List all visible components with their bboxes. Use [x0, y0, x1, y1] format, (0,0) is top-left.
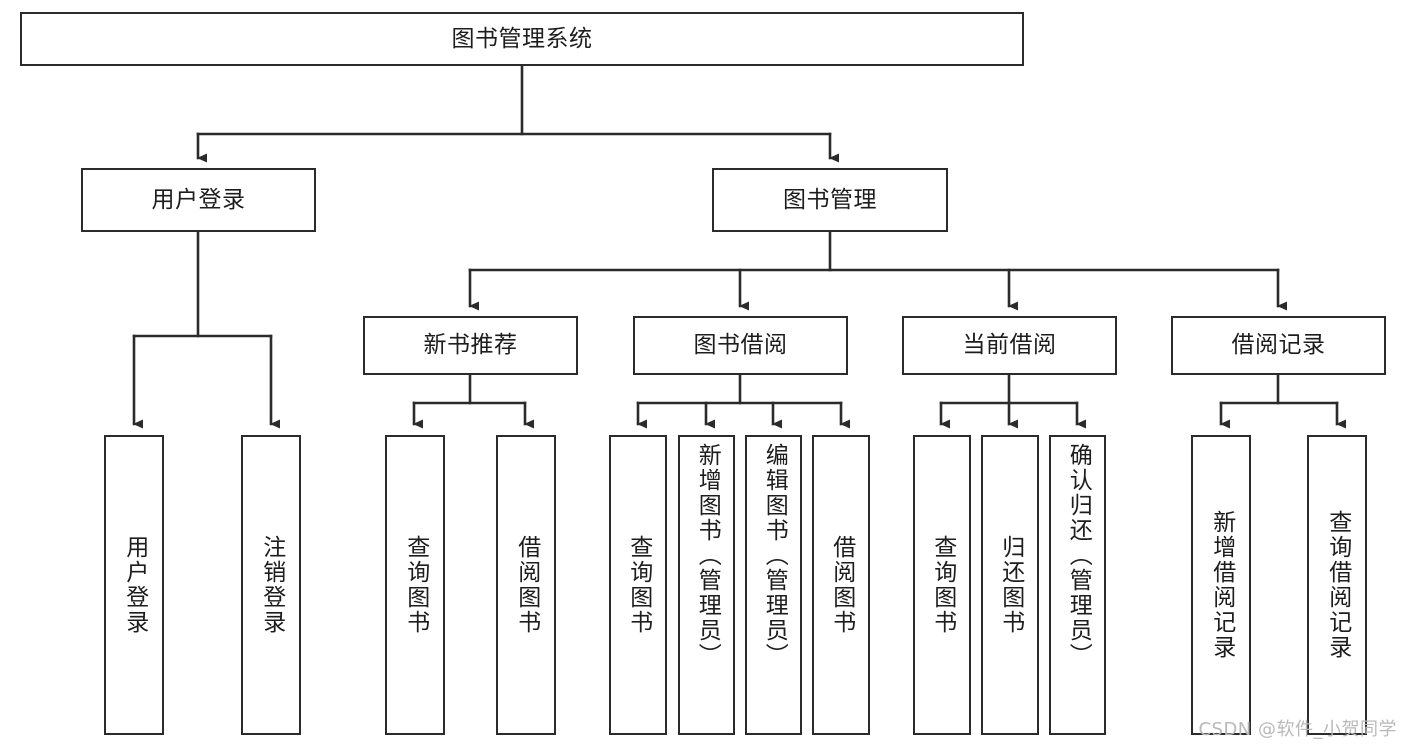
- leaf-borrow-edit-book-admin-label: 编辑图书（管理员）: [761, 443, 788, 668]
- leaf-user-login-login[interactable]: 用户登录: [104, 435, 164, 735]
- leaf-borrow-add-book-admin[interactable]: 新增图书（管理员）: [678, 435, 735, 735]
- node-user-login-label: 用户登录: [151, 186, 246, 213]
- watermark-text: CSDN @软件_小贺同学: [1198, 719, 1397, 740]
- node-current-borrow-label: 当前借阅: [962, 332, 1057, 359]
- leaf-user-login-logout[interactable]: 注销登录: [241, 435, 301, 735]
- leaf-current-return-book-label: 归还图书: [997, 535, 1024, 635]
- node-borrow-record[interactable]: 借阅记录: [1171, 316, 1386, 375]
- node-root-label: 图书管理系统: [451, 25, 593, 52]
- leaf-current-confirm-return-admin[interactable]: 确认归还（管理员）: [1049, 435, 1106, 735]
- node-book-management-label: 图书管理: [783, 186, 877, 213]
- leaf-record-query-record[interactable]: 查询借阅记录: [1307, 435, 1367, 735]
- node-borrow-record-label: 借阅记录: [1231, 332, 1326, 359]
- node-root-book-management-system[interactable]: 图书管理系统: [20, 12, 1024, 66]
- leaf-borrow-query-book-label: 查询图书: [625, 535, 652, 635]
- leaf-new-book-query-label: 查询图书: [402, 535, 429, 635]
- leaf-record-add-record-label: 新增借阅记录: [1208, 510, 1235, 660]
- leaf-current-return-book[interactable]: 归还图书: [981, 435, 1039, 735]
- leaf-user-login-logout-label: 注销登录: [258, 535, 285, 635]
- leaf-borrow-add-book-admin-label: 新增图书（管理员）: [694, 443, 721, 668]
- leaf-current-query-book[interactable]: 查询图书: [913, 435, 971, 735]
- leaf-new-book-borrow[interactable]: 借阅图书: [496, 435, 556, 735]
- node-book-management[interactable]: 图书管理: [712, 168, 948, 232]
- leaf-record-query-record-label: 查询借阅记录: [1324, 510, 1351, 660]
- node-user-login[interactable]: 用户登录: [81, 168, 316, 232]
- node-new-book-recommend[interactable]: 新书推荐: [363, 316, 578, 375]
- leaf-current-query-book-label: 查询图书: [929, 535, 956, 635]
- leaf-borrow-query-book[interactable]: 查询图书: [609, 435, 667, 735]
- node-new-book-recommend-label: 新书推荐: [423, 332, 518, 359]
- node-book-borrow-label: 图书借阅: [693, 332, 788, 359]
- leaf-record-add-record[interactable]: 新增借阅记录: [1191, 435, 1251, 735]
- leaf-borrow-borrow-book-label: 借阅图书: [828, 535, 855, 635]
- leaf-borrow-borrow-book[interactable]: 借阅图书: [812, 435, 870, 735]
- leaf-borrow-edit-book-admin[interactable]: 编辑图书（管理员）: [745, 435, 802, 735]
- node-current-borrow[interactable]: 当前借阅: [902, 316, 1117, 375]
- leaf-new-book-borrow-label: 借阅图书: [513, 535, 540, 635]
- leaf-user-login-login-label: 用户登录: [121, 535, 148, 635]
- leaf-current-confirm-return-admin-label: 确认归还（管理员）: [1065, 443, 1092, 668]
- leaf-new-book-query[interactable]: 查询图书: [385, 435, 445, 735]
- node-book-borrow[interactable]: 图书借阅: [633, 316, 848, 375]
